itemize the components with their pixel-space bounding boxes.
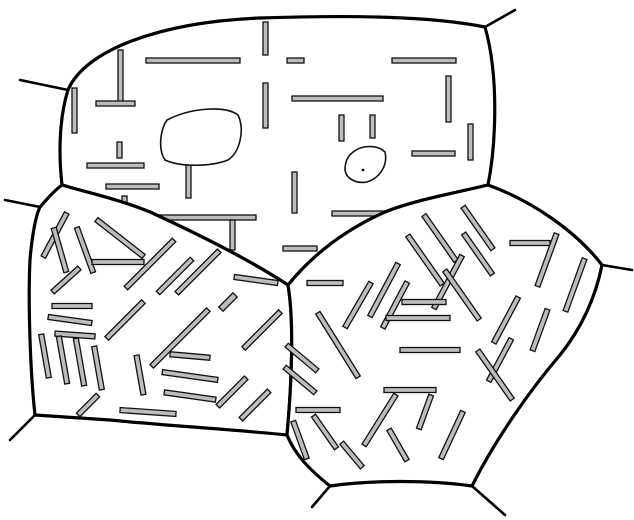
lath (446, 76, 451, 122)
lath (52, 304, 92, 309)
lath (468, 124, 473, 160)
lath (118, 50, 123, 102)
spoke-bottom-right (472, 486, 505, 515)
lath (510, 241, 550, 246)
lath (158, 215, 256, 220)
lath (72, 88, 77, 133)
lath (402, 300, 446, 305)
spoke-top-left (20, 80, 68, 90)
spoke-left-upper (5, 200, 40, 207)
lath (292, 172, 297, 213)
spoke-top-right (485, 10, 515, 27)
lath (339, 115, 344, 141)
lath (287, 58, 304, 63)
lath (370, 115, 375, 138)
lath (263, 83, 268, 128)
lath (87, 163, 144, 168)
spoke-bottom-left (312, 486, 330, 507)
lath (146, 58, 240, 63)
lath (117, 142, 122, 158)
lath (283, 246, 317, 251)
spoke-left-lower (10, 415, 35, 440)
lath (296, 408, 340, 413)
lath (92, 260, 144, 265)
lath (400, 348, 460, 353)
lath (263, 22, 268, 55)
lath (230, 220, 235, 250)
lath (412, 151, 455, 156)
inclusion-center-dot (362, 169, 365, 172)
lath (386, 316, 450, 321)
large-inclusion (161, 109, 242, 165)
lath (96, 101, 135, 106)
lath (106, 184, 159, 189)
lath (292, 96, 383, 101)
lath (186, 165, 191, 198)
lath (392, 58, 456, 63)
spoke-right (602, 265, 632, 270)
lath (307, 281, 343, 286)
lath (384, 388, 436, 393)
